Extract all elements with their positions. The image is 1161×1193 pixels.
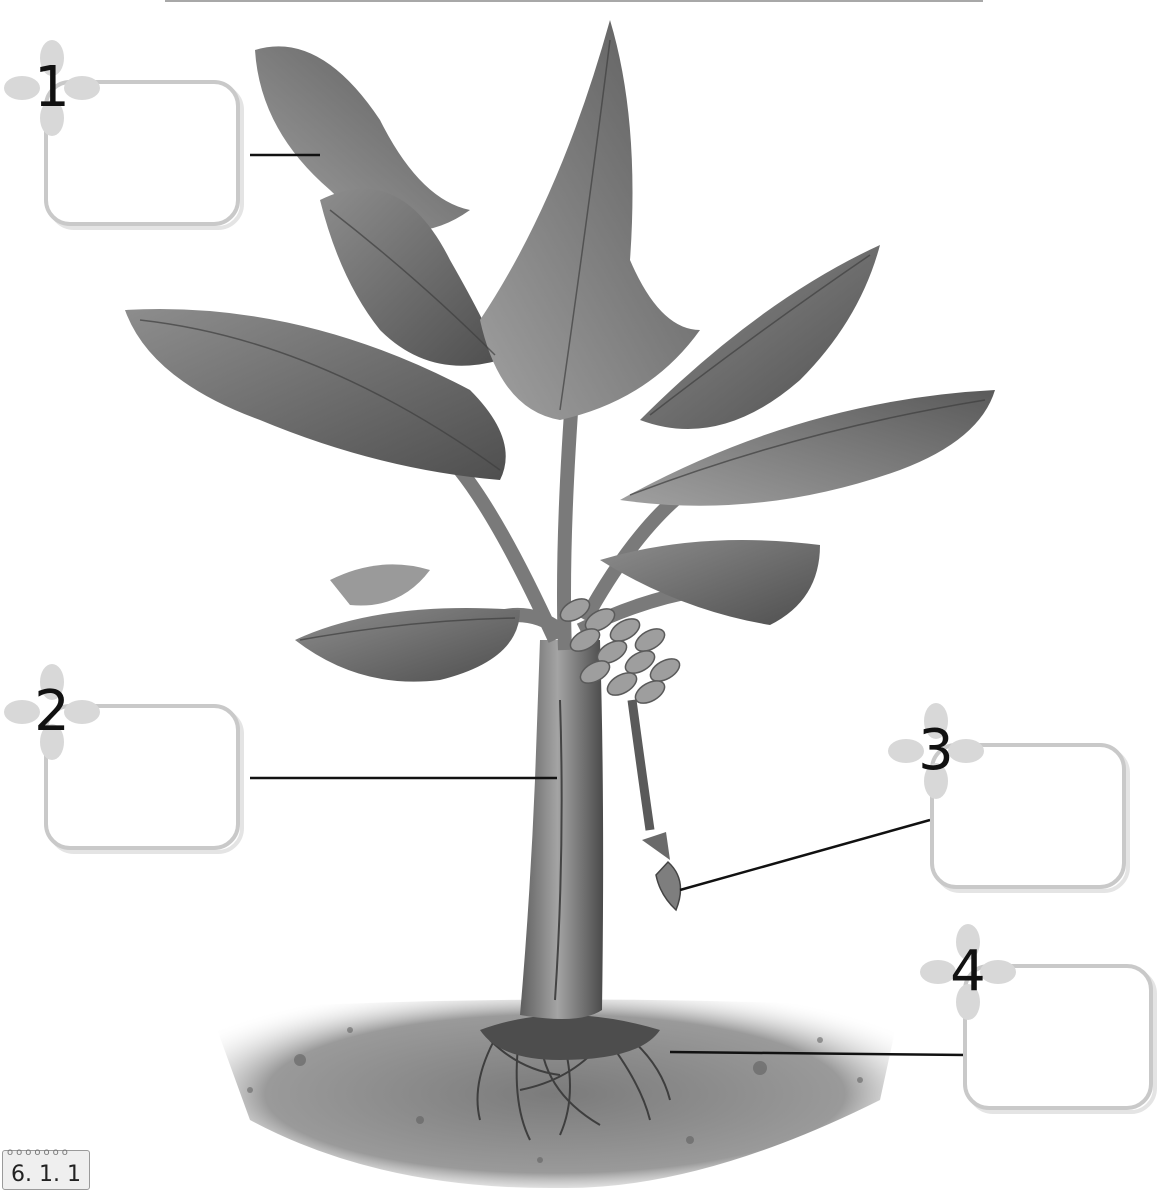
flower-petal-icon: 4 [920,924,1016,1020]
flower-bract [642,832,670,860]
flower-bud [656,862,681,910]
flower-petal-icon: 2 [4,664,100,760]
notebook-rings-icon: ooooooo [7,1148,71,1158]
label-number-1: 1 [4,40,100,136]
label-number-3: 3 [888,703,984,799]
label-number-4: 4 [920,924,1016,1020]
figure-number: ooooooo 6. 1. 1 [2,1150,90,1190]
label-number-2: 2 [4,664,100,760]
flower-petal-icon: 1 [4,40,100,136]
flower-petal-icon: 3 [888,703,984,799]
figure-number-text: 6. 1. 1 [11,1162,81,1187]
flower-stalk [632,700,650,830]
